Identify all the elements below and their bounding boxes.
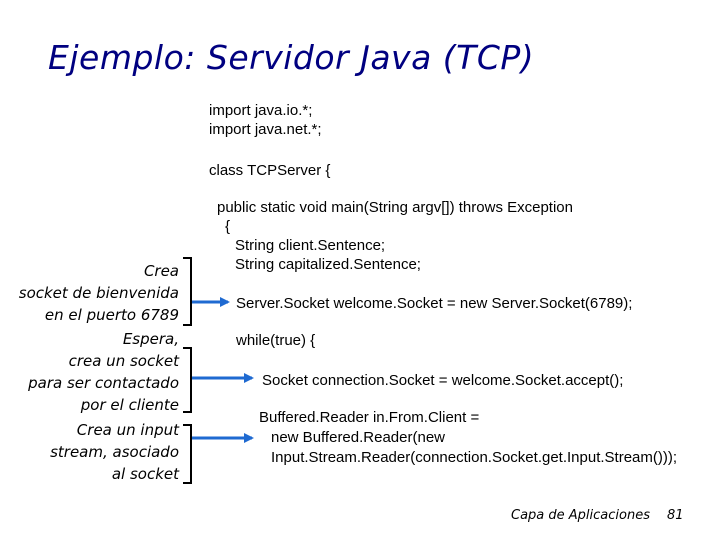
- code-reader-line-3: Input.Stream.Reader(connection.Socket.ge…: [271, 449, 678, 466]
- annotation-text: al socket: [111, 465, 179, 483]
- annotation-text: Espera,: [122, 330, 179, 348]
- bracket-accept: [183, 347, 192, 413]
- code-decl-capitalized: String capitalized.Sentence;: [235, 256, 421, 273]
- code-decl-client: String client.Sentence;: [235, 237, 386, 254]
- annotation-welcome-socket: Crea socket de bienvenida en el puerto 6…: [19, 260, 179, 326]
- annotation-text: por el cliente: [80, 396, 179, 414]
- annotation-text: en el puerto 6789: [44, 306, 179, 324]
- annotation-input-stream: Crea un input stream, asociado al socket: [50, 419, 179, 485]
- code-welcome-socket: Server.Socket welcome.Socket = new Serve…: [236, 295, 633, 312]
- annotation-text: crea un socket: [68, 352, 179, 370]
- annotation-accept: Espera, crea un socket para ser contacta…: [28, 328, 179, 416]
- page-number: 81: [667, 508, 684, 523]
- slide-title: Ejemplo: Servidor Java (TCP): [48, 38, 535, 77]
- annotation-text: Crea un input: [76, 421, 179, 439]
- code-reader-line-1: Buffered.Reader in.From.Client =: [259, 409, 480, 426]
- footer-section-label: Capa de Aplicaciones: [511, 508, 650, 523]
- bracket-welcome-socket: [183, 257, 192, 326]
- annotation-text: Crea: [143, 262, 179, 280]
- code-accept: Socket connection.Socket = welcome.Socke…: [262, 372, 624, 389]
- bracket-input-stream: [183, 424, 192, 484]
- code-main-decl: public static void main(String argv[]) t…: [217, 199, 573, 216]
- annotation-text: stream, asociado: [50, 443, 179, 461]
- code-class-decl: class TCPServer {: [209, 162, 331, 179]
- code-import-io: import java.io.*;: [209, 102, 313, 119]
- code-open-brace: {: [225, 218, 231, 235]
- code-import-net: import java.net.*;: [209, 121, 322, 138]
- annotation-text: socket de bienvenida: [18, 284, 179, 302]
- code-while-loop: while(true) {: [236, 332, 316, 349]
- annotation-text: para ser contactado: [28, 374, 179, 392]
- code-reader-line-2: new Buffered.Reader(new: [271, 429, 445, 446]
